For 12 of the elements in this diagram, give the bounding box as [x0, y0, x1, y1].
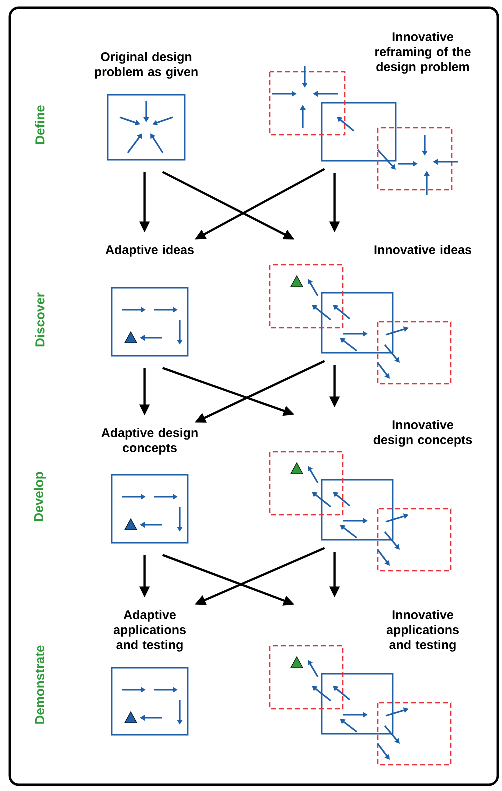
heading: Innovative design concepts [374, 420, 472, 447]
stage-label: Define [35, 106, 45, 144]
heading: Adaptive design concepts [102, 428, 198, 455]
stage-label: Discover [35, 292, 45, 347]
stage-label: Demonstrate [35, 646, 45, 724]
heading: Innovative applications and testing [386, 610, 459, 652]
stage-label: Develop [34, 472, 46, 522]
heading: Innovative ideas [374, 245, 472, 254]
heading: Original design problem as given [95, 52, 198, 79]
heading: Innovative reframing of the design problem [376, 32, 471, 74]
heading: Adaptive applications and testing [114, 610, 186, 652]
heading: Adaptive ideas [106, 245, 194, 257]
